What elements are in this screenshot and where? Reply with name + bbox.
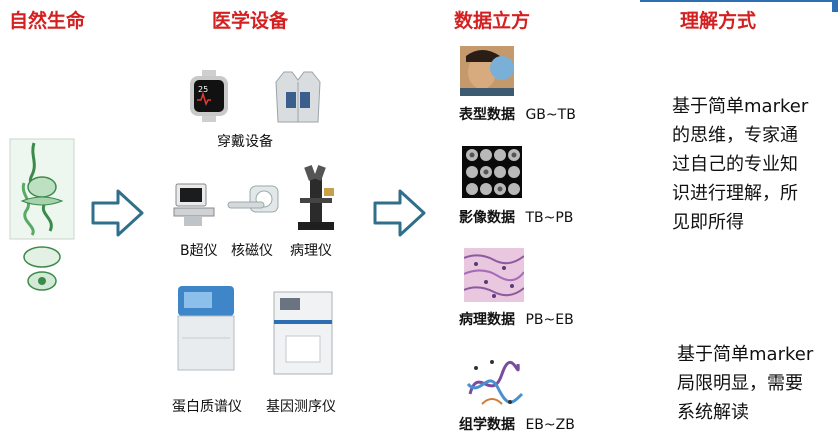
cube-row-phenotype: 表型数据 GB~TB bbox=[459, 104, 576, 124]
cube-name-omics: 组学数据 bbox=[459, 417, 515, 433]
understanding-limited-text: 基于简单marker 局限明显，需要 系统解读 bbox=[677, 344, 814, 423]
cube-size-phenotype: GB~TB bbox=[525, 107, 576, 123]
label-ultrasound: B超仪 bbox=[180, 243, 218, 259]
cube-name-imaging: 影像数据 bbox=[459, 210, 515, 226]
understanding-simple-text: 基于简单marker 的思维，专家通 过自己的专业知 识进行理解，所 见即所得 bbox=[672, 96, 809, 233]
ultrasound-machine-icon bbox=[173, 183, 215, 226]
cube-size-pathology: PB~EB bbox=[525, 312, 574, 328]
cube-size-omics: EB~ZB bbox=[525, 417, 575, 433]
watch-readout: 25 bbox=[198, 85, 208, 94]
title-data-cube: 数据立方 bbox=[454, 10, 531, 32]
arrow-right-icon bbox=[373, 189, 426, 237]
cube-row-omics: 组学数据 EB~ZB bbox=[459, 414, 575, 434]
microscope-icon bbox=[298, 164, 334, 230]
cube-name-pathology: 病理数据 bbox=[459, 312, 515, 328]
smartwatch-icon: 25 bbox=[190, 70, 228, 122]
header-rule bbox=[640, 0, 838, 2]
mass-spectrometer-icon bbox=[177, 286, 235, 371]
phenotype-photo bbox=[460, 46, 514, 96]
pathology-slide-photo bbox=[464, 248, 524, 302]
mri-scanner-icon bbox=[227, 185, 279, 213]
digestive-system-illustration bbox=[9, 138, 75, 291]
cube-row-pathology: 病理数据 PB~EB bbox=[459, 309, 574, 329]
cube-name-phenotype: 表型数据 bbox=[459, 107, 515, 123]
arrow-right-icon bbox=[91, 189, 144, 237]
title-devices: 医学设备 bbox=[212, 10, 289, 32]
label-sequencer: 基因测序仪 bbox=[266, 399, 336, 415]
imaging-grid-photo bbox=[462, 146, 522, 198]
label-pathology-device: 病理仪 bbox=[290, 243, 332, 259]
header-corner-mark bbox=[832, 0, 838, 12]
title-understanding: 理解方式 bbox=[680, 10, 757, 32]
cube-size-imaging: TB~PB bbox=[525, 210, 574, 226]
vest-icon bbox=[275, 71, 321, 123]
label-proteomics: 蛋白质谱仪 bbox=[172, 399, 242, 415]
title-nature: 自然生命 bbox=[9, 10, 86, 32]
label-mri: 核磁仪 bbox=[231, 243, 273, 259]
label-wearable: 穿戴设备 bbox=[217, 134, 273, 150]
omics-molecule-illustration bbox=[466, 360, 524, 405]
cube-row-imaging: 影像数据 TB~PB bbox=[459, 207, 573, 227]
gene-sequencer-icon bbox=[273, 291, 333, 375]
